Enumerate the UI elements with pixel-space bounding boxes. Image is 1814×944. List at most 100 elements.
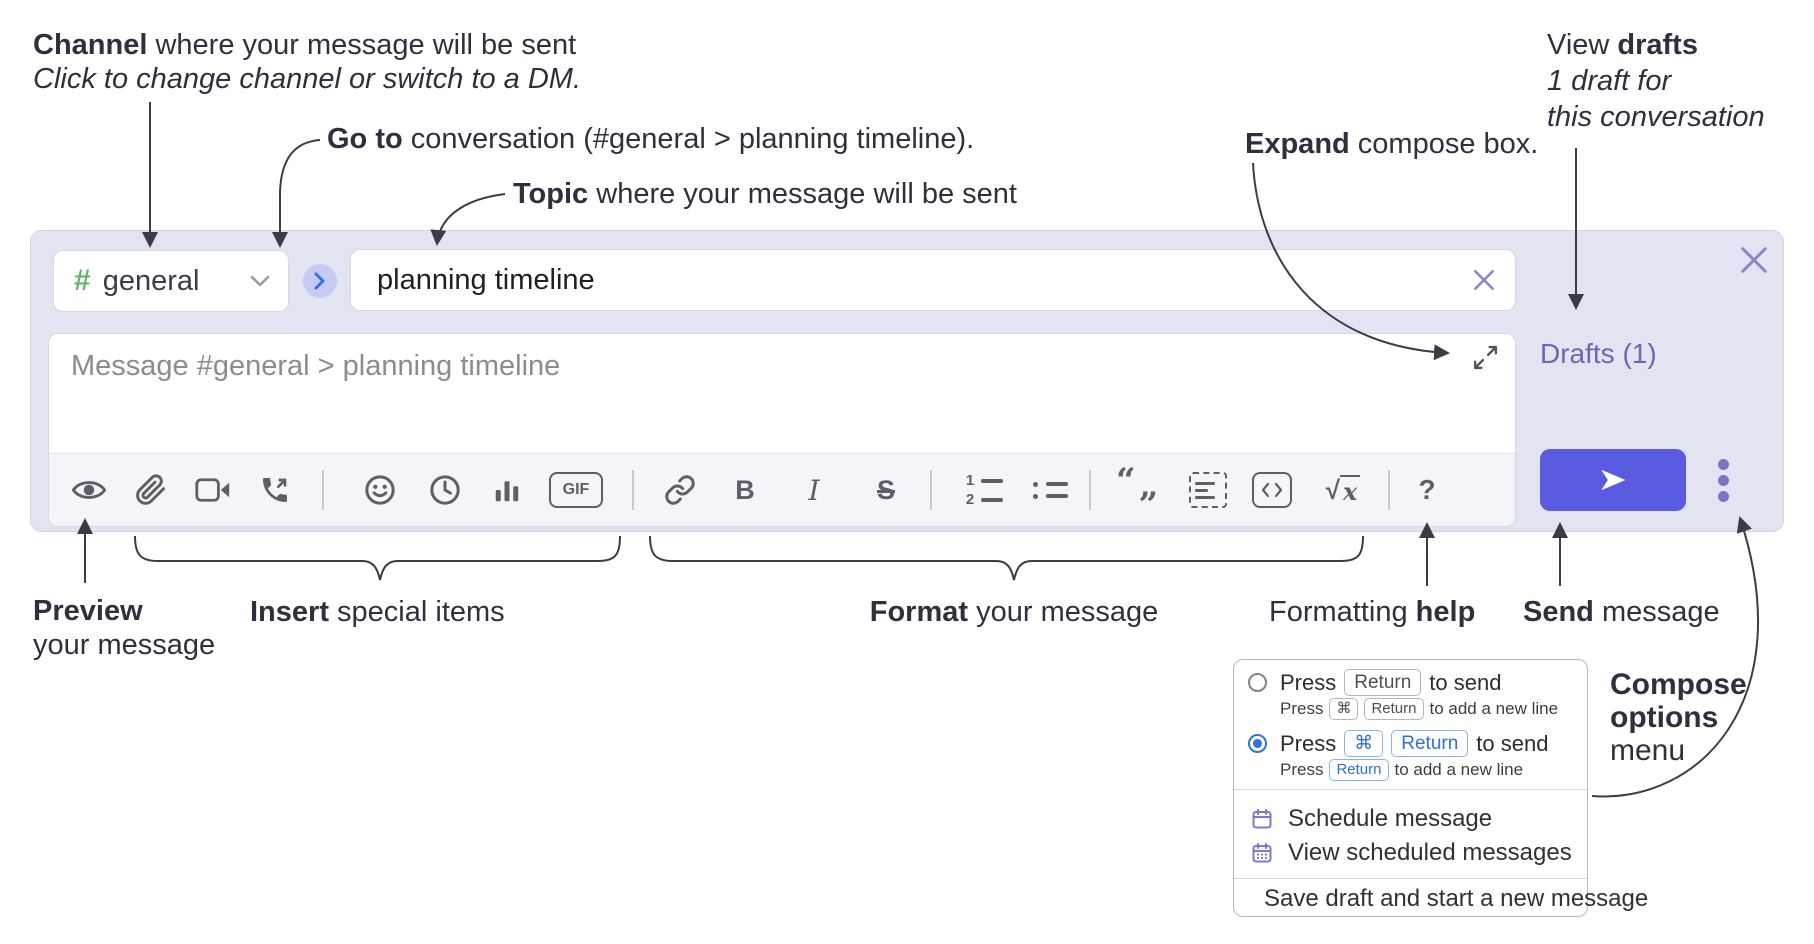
clock-icon — [430, 475, 460, 505]
radio-return-to-send[interactable] — [1248, 673, 1267, 692]
preview-callout-line2: your message — [33, 629, 216, 661]
math-button[interactable]: √x — [1321, 468, 1365, 512]
spoiler-button[interactable] — [1186, 468, 1230, 512]
formatting-help-pre: Formatting — [1269, 596, 1416, 628]
menu-item-label: Save draft and start a new message — [1264, 885, 1649, 912]
toolbar-divider — [1388, 470, 1390, 510]
channel-name: general — [102, 264, 200, 297]
list-number: 2 — [965, 490, 975, 508]
link-button[interactable] — [658, 468, 702, 512]
option-cmd-return-to-send-sub: Press Return to add a new line — [1280, 759, 1587, 781]
return-key: Return — [1329, 759, 1389, 781]
channel-selector[interactable]: # general — [53, 250, 289, 312]
code-button[interactable] — [1250, 468, 1294, 512]
expand-callout-bold: Expand — [1245, 128, 1350, 160]
list-number: 1 — [965, 471, 975, 489]
return-key: Return — [1364, 698, 1424, 720]
topic-callout-bold: Topic — [513, 178, 589, 210]
press-text: Press — [1280, 699, 1324, 718]
quote-icon: “ ” — [1116, 461, 1158, 522]
drafts-link[interactable]: Drafts (1) — [1540, 338, 1657, 369]
menu-item-schedule-message[interactable]: Schedule message — [1234, 803, 1587, 835]
send-callout-rest: message — [1593, 596, 1720, 628]
preview-callout: Preview your message — [33, 594, 215, 662]
strikethrough-button[interactable]: S — [864, 468, 908, 512]
option-return-to-send[interactable]: Press Return to send — [1280, 669, 1587, 696]
sqrt-x-glyph: x — [1339, 474, 1361, 506]
goto-callout-rest: conversation (#general > planning timeli… — [402, 123, 975, 155]
link-icon — [665, 475, 695, 505]
chevron-right-icon — [314, 272, 325, 290]
message-placeholder: Message #general > planning timeline — [71, 350, 561, 382]
quote-open-glyph: “ — [1116, 461, 1136, 501]
calendar-icon — [1252, 809, 1272, 829]
paperclip-icon — [136, 474, 165, 505]
topic-callout: Topic where your message will be sent — [513, 176, 1017, 212]
numbered-list-button[interactable]: 1 2 — [962, 468, 1006, 512]
numbered-list-icon: 1 2 — [965, 471, 1003, 508]
italic-button[interactable]: I — [792, 468, 836, 512]
menu-item-view-scheduled[interactable]: View scheduled messages — [1234, 837, 1587, 869]
emoji-button[interactable] — [358, 468, 402, 512]
compose-options-button[interactable] — [1706, 451, 1740, 509]
menu-item-label: Schedule message — [1288, 805, 1493, 832]
option-cmd-return-to-send[interactable]: Press ⌘ Return to send — [1280, 730, 1587, 757]
toolbar-divider — [322, 470, 324, 510]
bold-button[interactable]: B — [723, 468, 767, 512]
view-drafts-callout: View drafts 1 draft for this conversatio… — [1547, 27, 1765, 135]
sqrt-glyph: √ — [1325, 474, 1340, 505]
video-call-button[interactable] — [191, 468, 235, 512]
send-callout-bold: Send — [1523, 596, 1594, 628]
goto-callout: Go to conversation (#general > planning … — [327, 121, 974, 157]
audio-call-button[interactable] — [253, 468, 297, 512]
topic-input[interactable]: planning timeline — [350, 249, 1516, 311]
compose-options-callout: Compose options menu — [1610, 668, 1747, 767]
toolbar-divider — [930, 470, 932, 510]
close-icon — [1741, 247, 1767, 273]
press-text: Press — [1280, 760, 1324, 779]
formatting-help-bold: help — [1415, 596, 1476, 628]
expand-callout-rest: compose box. — [1349, 128, 1539, 160]
gif-button[interactable]: GIF — [547, 468, 605, 512]
spoiler-icon — [1189, 472, 1227, 508]
send-callout: Send message — [1523, 594, 1720, 630]
chevron-down-icon — [250, 275, 270, 288]
channel-callout: Channel where your message will be sent — [33, 27, 576, 63]
question-mark-icon: ? — [1418, 474, 1436, 505]
cmd-key: ⌘ — [1344, 730, 1384, 757]
formatting-help-button[interactable]: ? — [1405, 468, 1449, 512]
close-compose-button[interactable] — [1739, 245, 1769, 280]
topic-callout-rest: where your message will be sent — [588, 178, 1017, 210]
press-text: Press — [1280, 730, 1337, 756]
menu-item-save-draft[interactable]: Save draft and start a new message — [1234, 883, 1648, 915]
paper-plane-icon — [1601, 469, 1626, 491]
phone-call-icon — [263, 478, 287, 502]
view-drafts-line1: View drafts — [1547, 27, 1765, 63]
formatting-help-callout: Formatting help — [1269, 594, 1475, 630]
message-box[interactable]: Message #general > planning timeline GIF — [48, 333, 1516, 527]
global-time-button[interactable] — [423, 468, 467, 512]
radio-cmd-return-to-send[interactable] — [1248, 734, 1267, 753]
clear-topic-icon[interactable] — [1471, 267, 1497, 293]
insert-callout: Insert special items — [250, 594, 505, 630]
preview-button[interactable] — [67, 468, 111, 512]
compose-options-line3: menu — [1610, 734, 1686, 767]
view-drafts-pre: View — [1547, 29, 1618, 61]
italic-icon: I — [808, 473, 820, 507]
format-callout: Format your message — [870, 594, 1159, 630]
to-send-text: to send — [1429, 669, 1502, 695]
insert-brace — [134, 535, 621, 581]
video-camera-icon — [195, 478, 230, 502]
quote-button[interactable]: “ ” — [1115, 461, 1159, 522]
poll-button[interactable] — [485, 468, 529, 512]
send-button[interactable] — [1540, 449, 1686, 511]
bulleted-list-button[interactable] — [1027, 468, 1071, 512]
compose-options-line2: options — [1610, 701, 1719, 734]
return-key: Return — [1391, 730, 1469, 757]
goto-conversation-button[interactable] — [303, 264, 337, 298]
attach-file-button[interactable] — [129, 468, 173, 512]
expand-compose-icon[interactable] — [1472, 344, 1499, 376]
smiley-icon — [365, 475, 395, 505]
format-callout-rest: your message — [968, 596, 1159, 628]
